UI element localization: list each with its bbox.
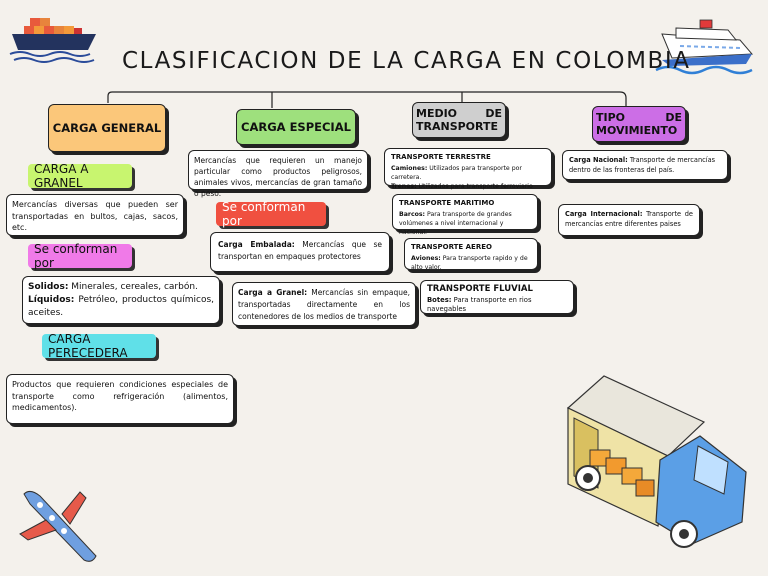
transporte-aereo-title: TRANSPORTE AEREO [411,243,492,251]
carga-granel-especial-label: Carga a Granel: [238,288,308,297]
carga-perecedera-description: Productos que requieren condiciones espe… [6,374,234,424]
carga-internacional-box: Carga Internacional: Transporte de merca… [558,204,700,236]
transporte-maritimo-box: TRANSPORTE MARITIMO Barcos: Para transpo… [392,194,538,236]
carga-embalada-label: Carga Embalada: [218,240,295,249]
camiones-label: Camiones: [391,165,428,172]
carga-granel-description: Mercancías diversas que pueden ser trans… [6,194,184,236]
carga-especial-description: Mercancías que requieren un manejo parti… [188,150,368,198]
trenes-text: Utilizados para transporte ferroviario [416,183,533,190]
carga-granel-especial-text: Mercancías sin empaque, transportadas di… [238,288,411,321]
se-conforman-chip-especial: Se conforman por [216,200,326,228]
aviones-label: Aviones: [411,255,441,262]
solidos-label: Solidos: [28,282,69,292]
carga-granel-chip: CARGA A GRANEL [28,162,132,190]
barcos-text: Para transporte de grandes volúmenes a n… [399,211,512,236]
liquidos-text: Petróleo, productos químicos, aceites. [28,295,214,318]
solidos-text: Minerales, cereales, carbón. [68,282,198,292]
liquidos-label: Líquidos: [28,295,75,305]
transporte-fluvial-title: TRANSPORTE FLUVIAL [427,284,533,294]
carga-granel-especial-box: Carga a Granel: Mercancías sin empaque, … [232,282,416,326]
solidos-liquidos-box: Solidos: Minerales, cereales, carbón. Lí… [22,276,220,324]
tipo-movimiento-header: TIPO DE MOVIMIENTO [592,106,686,142]
transporte-terrestre-box: TRANSPORTE TERRESTRE Camiones: Utilizado… [384,148,552,190]
carga-especial-header: CARGA ESPECIAL [236,109,356,145]
transporte-fluvial-box: TRANSPORTE FLUVIAL Botes: Para transport… [420,280,574,314]
carga-nacional-box: Carga Nacional: Transporte de mercancías… [562,150,728,180]
botes-label: Botes: [427,296,452,304]
transporte-maritimo-title: TRANSPORTE MARITIMO [399,199,495,207]
carga-internacional-text: Transporte de mercancías entre diferente… [565,210,693,228]
carga-nacional-text: Transporte de mercancías dentro de las f… [569,156,716,174]
transporte-aereo-box: TRANSPORTE AEREO Aviones: Para transport… [404,238,538,271]
carga-embalada-box: Carga Embalada: Mercancías que se transp… [210,232,390,272]
carga-internacional-label: Carga Internacional: [565,210,643,218]
camiones-text: Utilizados para transporte por carretera… [391,165,522,181]
se-conforman-chip-general: Se conforman por [28,242,132,270]
transporte-terrestre-title: TRANSPORTE TERRESTRE [391,153,491,161]
carga-nacional-label: Carga Nacional: [569,156,628,164]
page-title: CLASIFICACION DE LA CARGA EN COLOMBIA [122,48,691,74]
botes-text: Para transporte en rios navegables [427,296,532,313]
aviones-text: Para transporte rapido y de alto valor. [411,255,528,271]
medio-transporte-header: MEDIO DE TRANSPORTE [412,102,506,138]
carga-embalada-text: Mercancías que se transportan en empaque… [218,240,383,261]
barcos-label: Barcos: [399,211,426,218]
trenes-label: Trenes: [391,183,417,190]
carga-perecedera-chip: CARGA PERECEDERA [42,332,156,360]
carga-general-header: CARGA GENERAL [48,104,166,152]
